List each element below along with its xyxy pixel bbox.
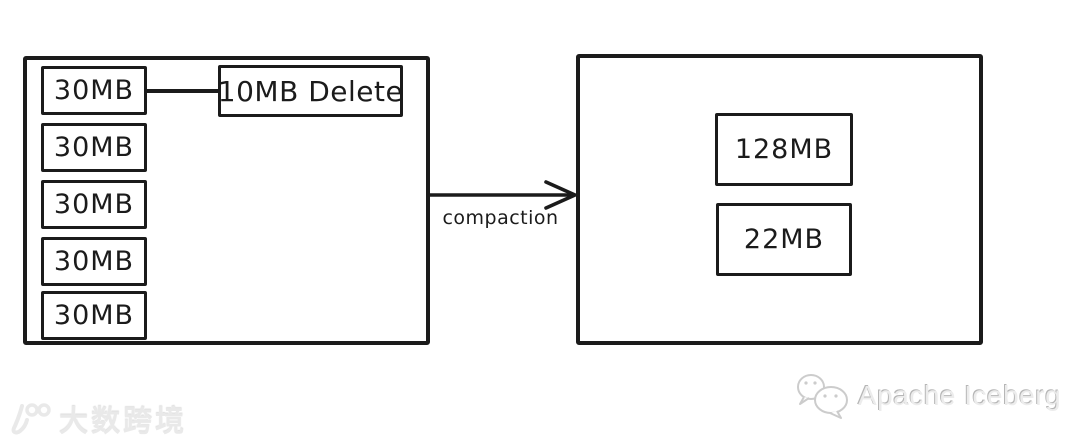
compaction-arrow-icon — [430, 180, 577, 210]
bottom-right-watermark: Apache Iceberg — [794, 372, 1061, 419]
data-file-box: 30MB — [41, 180, 147, 229]
compacted-file-size-label: 128MB — [734, 134, 834, 165]
data-file-box: 30MB — [41, 66, 147, 115]
bottom-left-watermark: 大数跨境 — [8, 398, 187, 440]
data-file-size-label: 30MB — [53, 300, 135, 331]
delete-file-box: 10MB Delete — [218, 65, 403, 117]
compaction-arrow-label: compaction — [442, 207, 559, 229]
data-file-box: 30MB — [41, 291, 147, 340]
compacted-file-box: 128MB — [715, 113, 853, 186]
data-file-size-label: 30MB — [53, 132, 135, 163]
data-file-size-label: 30MB — [53, 75, 135, 106]
data-file-box: 30MB — [41, 237, 147, 286]
bottom-left-watermark-text: 大数跨境 — [59, 404, 188, 438]
data-file-size-label: 30MB — [53, 246, 135, 277]
wechat-icon — [797, 374, 848, 419]
data-file-size-label: 30MB — [53, 189, 135, 220]
delete-file-connector-line — [147, 89, 218, 93]
data-file-box: 30MB — [41, 123, 147, 172]
compacted-file-box: 22MB — [716, 203, 852, 276]
bottom-right-watermark-text: Apache Iceberg — [858, 379, 1062, 411]
delete-file-label: 10MB Delete — [217, 74, 404, 108]
compacted-file-size-label: 22MB — [743, 224, 825, 255]
dashukuajing-logo-icon — [11, 403, 51, 435]
after-compaction-group-box — [576, 54, 983, 345]
